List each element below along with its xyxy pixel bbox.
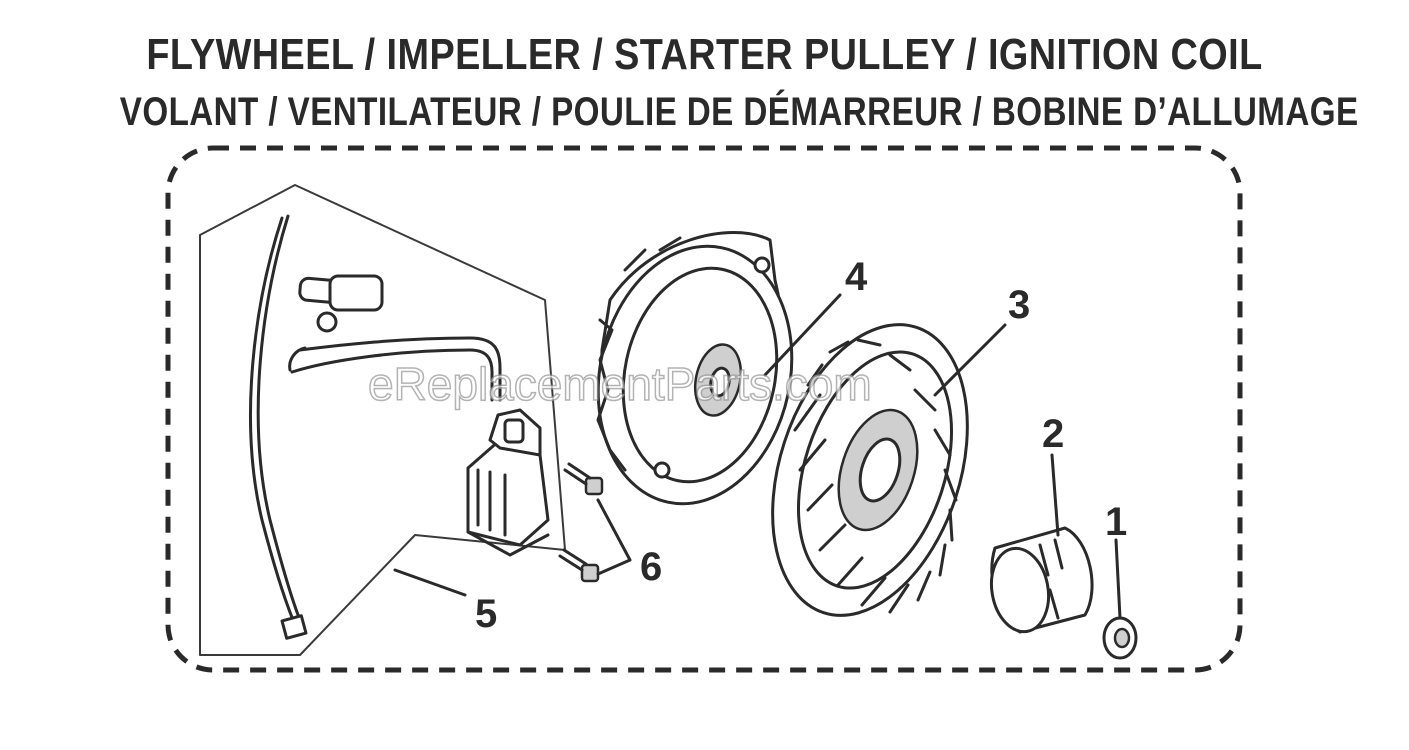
callout-1: 1 — [1105, 500, 1127, 544]
callout-4: 4 — [845, 255, 868, 299]
callout-5: 5 — [475, 592, 497, 636]
leader-lines — [393, 293, 1122, 620]
impeller — [771, 323, 969, 617]
flywheel — [596, 231, 794, 506]
watermark: eReplacementParts.com — [368, 358, 872, 410]
callout-2: 2 — [1042, 412, 1064, 456]
callout-6: 6 — [640, 545, 662, 589]
callout-3: 3 — [1008, 283, 1030, 327]
flywheel-nut — [1102, 616, 1138, 660]
starter-pulley — [989, 526, 1094, 634]
ignition-coil-group — [249, 214, 604, 640]
title-english: FLYWHEEL / IMPELLER / STARTER PULLEY / I… — [146, 30, 1263, 79]
title-french: VOLANT / VENTILATEUR / POULIE DE DÉMARRE… — [119, 90, 1359, 134]
dashed-frame — [165, 145, 1243, 673]
